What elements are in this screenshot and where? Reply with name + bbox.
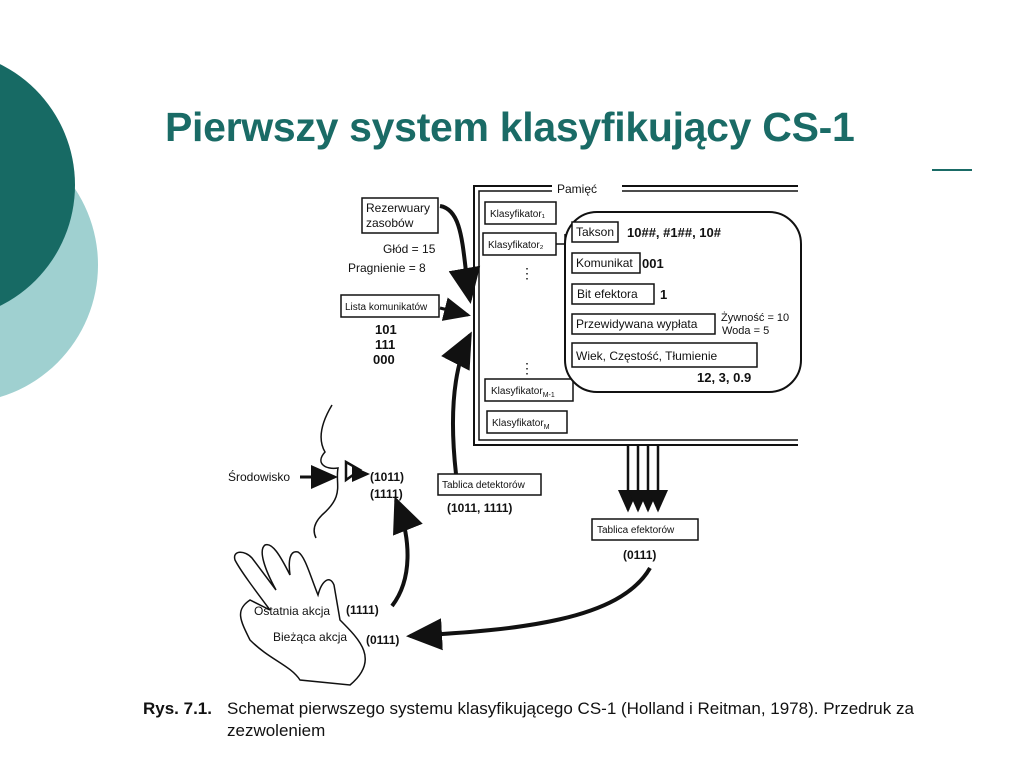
message-3: 000 — [373, 352, 395, 367]
current-action-value: (0111) — [366, 633, 399, 647]
message-label: Komunikat — [576, 256, 633, 270]
effector-bit-label: Bit efektora — [577, 287, 638, 301]
effector-values: (0111) — [623, 548, 656, 562]
classifier-m: KlasyfikatorM — [492, 418, 550, 431]
effector-table-block: Tablica efektorów (0111) — [406, 518, 699, 651]
environment-label: Środowisko — [228, 469, 290, 484]
last-action-label: Ostatnia akcja — [254, 604, 330, 618]
eye-input-2: (1111) — [370, 487, 403, 501]
water-value: Woda = 5 — [722, 325, 769, 337]
detector-table-label: Tablica detektorów — [442, 480, 526, 491]
dark-circle — [0, 64, 75, 306]
food-value: Żywność = 10 — [721, 311, 789, 324]
title-underline — [932, 169, 972, 171]
ellipsis-dots-2: ⋮ — [520, 360, 534, 376]
age-values: 12, 3, 0.9 — [697, 370, 751, 385]
decorative-circles — [0, 64, 98, 398]
classifier-detail: Takson 10##, #1##, 10# Komunikat 001 Bit… — [564, 211, 802, 393]
taxon-label: Takson — [576, 225, 614, 239]
detector-values: (1011, 1111) — [447, 501, 512, 515]
message-2: 111 — [375, 337, 395, 352]
classifier-1: Klasyfikator₁ — [490, 209, 546, 220]
memory-label: Pamięć — [557, 182, 597, 196]
eye-input-1: (1011) — [370, 470, 404, 484]
figure-caption-text: Schemat pierwszego systemu klasyfikujące… — [227, 699, 914, 740]
current-action-label: Bieżąca akcja — [273, 630, 347, 644]
figure-number: Rys. 7.1. — [143, 699, 212, 718]
figure-caption: Rys. 7.1. Schemat pierwszego systemu kla… — [143, 698, 943, 740]
resources-line-2: zasobów — [366, 216, 414, 230]
resources-block: Rezerwuary zasobów Głód = 15 Pragnienie … — [348, 197, 481, 304]
hand-illustration — [233, 543, 366, 686]
ellipsis-dots-1: ⋮ — [520, 265, 534, 281]
message-list-block: Lista komunikatów 101 111 000 — [340, 294, 471, 367]
face-profile — [313, 404, 339, 539]
classifier-m-minus-1: KlasyfikatorM-1 — [491, 386, 555, 399]
effector-table-label: Tablica efektorów — [597, 525, 675, 536]
classifier-2: Klasyfikator₂ — [488, 240, 544, 251]
message-list-label: Lista komunikatów — [345, 302, 428, 313]
last-action-value: (1111) — [346, 603, 379, 617]
detector-table-block: Tablica detektorów (1011, 1111) — [437, 331, 542, 515]
effector-arrows — [618, 445, 668, 513]
memory-frame: Pamięć — [473, 181, 798, 446]
payout-label: Przewidywana wypłata — [576, 317, 698, 331]
taxon-value: 10##, #1##, 10# — [627, 225, 722, 240]
effector-bit-value: 1 — [660, 287, 667, 302]
hunger-value: Głód = 15 — [383, 242, 436, 256]
message-1: 101 — [375, 322, 397, 337]
age-label: Wiek, Częstość, Tłumienie — [576, 349, 717, 363]
eye-icon — [344, 459, 363, 483]
classifier-list: Klasyfikator₁ Klasyfikator₂ ⋮ ⋮ Klasyfik… — [482, 201, 574, 434]
resources-line-1: Rezerwuary — [366, 201, 430, 215]
detail-connector — [556, 234, 566, 245]
feedback-arrow — [390, 496, 423, 608]
thirst-value: Pragnienie = 8 — [348, 261, 426, 275]
classifier-diagram: Pamięć Klasyfikator₁ Klasyfikator₂ ⋮ ⋮ K… — [228, 181, 802, 686]
slide-title: Pierwszy system klasyfikujący CS-1 — [165, 104, 855, 150]
message-value: 001 — [642, 256, 664, 271]
